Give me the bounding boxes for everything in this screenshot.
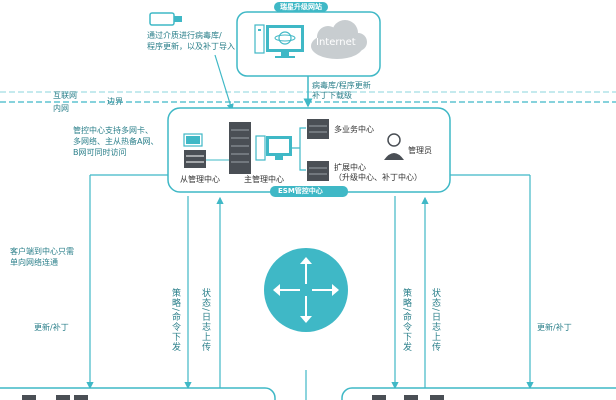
download-note-line1: 病毒库/程序更新: [312, 81, 371, 90]
cloud-icon: [311, 20, 367, 59]
bottom-left-box: [0, 387, 276, 400]
extension-center-label: 扩展中心: [334, 163, 366, 172]
slave-server-icon: [183, 133, 206, 168]
status-right-label: 状态/日志上传: [430, 288, 440, 353]
zone-intranet: 内网: [53, 104, 69, 113]
policy-right-label: 策略/命令下发: [401, 288, 411, 353]
upgrade-site-tag: 瑞星升级网站: [274, 2, 328, 12]
business-server-icon: [307, 119, 329, 139]
business-center-label: 多业务中心: [334, 125, 374, 134]
master-server-icon: [229, 122, 292, 174]
usb-note-line2: 程序更新，以及补丁导入: [147, 42, 235, 51]
master-center-label: 主管理中心: [244, 175, 284, 184]
slave-center-label: 从管理中心: [180, 175, 220, 184]
update-left-label: 更新/补丁: [34, 323, 69, 332]
extension-center-sublabel: （升级中心、补丁中心）: [334, 173, 422, 182]
usb-icon: [149, 12, 182, 26]
multi-nic-line3: B网可同时访问: [73, 148, 127, 157]
bottom-right-servers: [372, 395, 444, 400]
client-note-line1: 客户端到中心只需: [10, 247, 74, 256]
zone-boundary: 边界: [107, 97, 123, 106]
extension-server-icon: [307, 161, 329, 181]
client-note-line2: 单向网络连通: [10, 258, 58, 267]
router-icon: [264, 248, 348, 332]
admin-label: 管理员: [408, 146, 432, 155]
status-left-label: 状态/日志上传: [200, 288, 210, 353]
update-right-label: 更新/补丁: [537, 323, 572, 332]
multi-nic-line2: 多网络、主从热备A网、: [73, 137, 159, 146]
multi-nic-line1: 管控中心支持多网卡、: [73, 126, 153, 135]
usb-note-line1: 通过介质进行病毒库/: [147, 31, 222, 40]
usb-arrow: [214, 54, 234, 112]
cloud-label: Internet: [316, 37, 356, 48]
monitor-icon: [254, 24, 304, 58]
zone-internet: 互联网: [53, 91, 77, 100]
policy-left-label: 策略/命令下发: [170, 288, 180, 353]
download-note-line2: 补丁下载级: [312, 91, 352, 100]
bottom-left-servers: [22, 395, 88, 400]
esm-tag: ESM管控中心: [278, 187, 323, 195]
admin-icon: [384, 133, 404, 160]
